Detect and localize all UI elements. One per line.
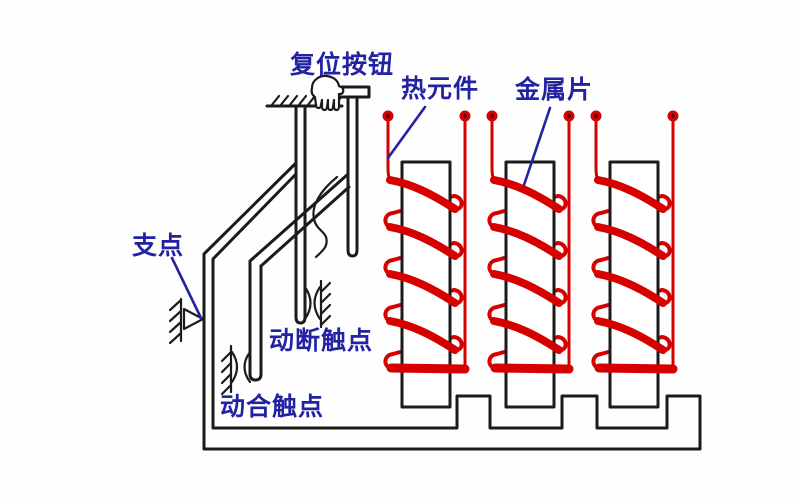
label-reset-button: 复位按钮: [290, 50, 395, 79]
label-heating-element: 热元件: [401, 74, 480, 103]
label-nc-contact: 动断触点: [269, 326, 374, 355]
lever-and-base: [202, 161, 702, 451]
leaf-spring: [312, 175, 339, 259]
leader-lines: [170, 105, 552, 320]
label-no-contact: 动合触点: [220, 392, 325, 421]
fulcrum-triangle: [182, 307, 205, 331]
heater-phase-1: [383, 111, 471, 408]
label-metal-strip: 金属片: [515, 75, 594, 104]
fulcrum-support: [168, 297, 205, 345]
heater-phase-2: [487, 111, 575, 408]
heater-phase-3: [591, 111, 679, 408]
pressing-hand-icon: [310, 74, 345, 112]
no-contact-rod: [220, 173, 351, 396]
reset-button: [335, 85, 371, 258]
nc-contact-rod: [294, 105, 332, 329]
label-fulcrum: 支点: [132, 231, 185, 260]
